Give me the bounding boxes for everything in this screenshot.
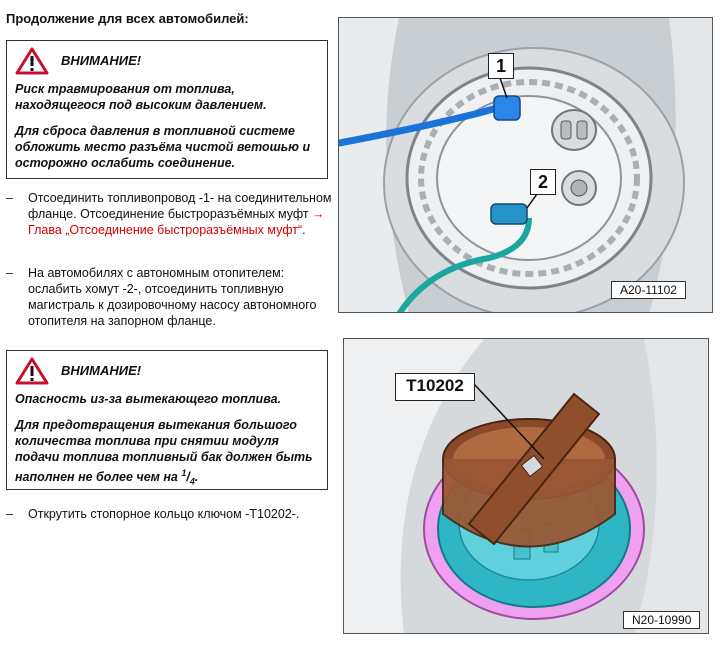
callout-t10202: T10202	[395, 373, 475, 401]
step-loosen-clamp: – На автомобилях с автономным отопителем…	[6, 265, 336, 329]
figure-retaining-ring-wrench: T10202 N20-10990	[343, 338, 709, 634]
fraction-denominator: 4	[189, 476, 195, 487]
callout-2-leader	[526, 193, 538, 209]
warning-box-pressure: ВНИМАНИЕ! Риск травмирования от топлива,…	[6, 40, 328, 179]
step-text: На автомобилях с автономным отопителем: …	[28, 266, 317, 328]
warning-triangle-icon	[15, 47, 49, 75]
figure-fuel-pump-flange: 1 2 A20-11102	[338, 17, 713, 313]
warning-title: ВНИМАНИЕ!	[61, 53, 142, 68]
chapter-link[interactable]: → Глава „Отсоединение быстроразъёмных му…	[28, 207, 325, 237]
step-unscrew-ring: – Открутить стопорное кольцо ключом -T10…	[6, 506, 336, 522]
fraction-numerator: 1	[181, 468, 187, 478]
warning-box-fuel-leak: ВНИМАНИЕ! Опасность из-за вытекающего то…	[6, 350, 328, 490]
step-dash: –	[6, 191, 13, 205]
warning-text-instruction: Для сброса давления в топливной системе …	[15, 124, 311, 170]
step-dash: –	[6, 507, 13, 521]
step-text: Отсоединить топливопровод -1- на соедини…	[28, 191, 332, 221]
figure-label: A20-11102	[611, 281, 686, 299]
callout-2: 2	[530, 169, 556, 195]
warning-text-danger: Опасность из-за вытекающего топлива.	[15, 392, 282, 406]
callout-1: 1	[488, 53, 514, 79]
step-disconnect-fuel-line: – Отсоединить топливопровод -1- на соеди…	[6, 190, 336, 238]
callout-1-leader	[499, 77, 508, 99]
warning-title: ВНИМАНИЕ!	[61, 363, 142, 378]
step-text: Открутить стопорное кольцо ключом -T1020…	[28, 507, 300, 521]
step-dash: –	[6, 266, 13, 280]
warning-text-instruction: Для предотвращения вытекания большого ко…	[15, 418, 313, 487]
warning-text-risk: Риск травмирования от топлива, находящег…	[15, 82, 267, 112]
step-text-end: .	[302, 223, 306, 237]
section-heading: Продолжение для всех автомобилей:	[6, 11, 249, 26]
figure-label: N20-10990	[623, 611, 701, 629]
warning-triangle-icon	[15, 357, 49, 385]
